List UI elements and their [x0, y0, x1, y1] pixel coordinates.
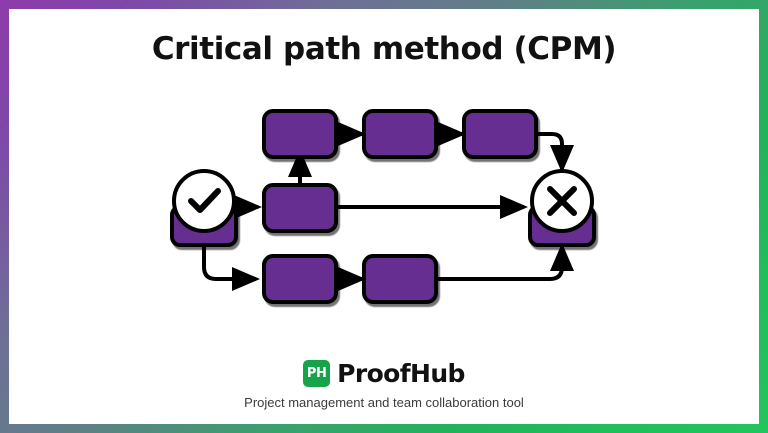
page-title: Critical path method (CPM): [151, 31, 617, 67]
brand-name: ProofHub: [337, 358, 465, 388]
connector-bottom2-to-end: [436, 243, 574, 281]
slide-canvas: Critical path method (CPM): [9, 9, 759, 424]
close-x-icon: [547, 186, 577, 216]
connector-layer: [202, 122, 574, 291]
proofhub-logo-icon: PH: [303, 359, 331, 387]
connector-start-to-bottom1: [202, 245, 260, 291]
critical-path-network-diagram: [170, 109, 596, 304]
top-row-tasks: [262, 109, 538, 159]
task-node-top-2[interactable]: [362, 109, 438, 159]
task-node-bottom-2[interactable]: [362, 254, 438, 304]
task-node-top-3[interactable]: [462, 109, 538, 159]
bottom-row-tasks: [262, 254, 438, 304]
connector-top3-to-end: [536, 132, 574, 173]
task-node-top-1[interactable]: [262, 109, 338, 159]
end-node[interactable]: [528, 169, 596, 247]
diagram-container: [9, 97, 759, 332]
task-node-middle-1[interactable]: [262, 183, 338, 233]
footer: PH ProofHub Project management and team …: [9, 358, 759, 411]
start-node[interactable]: [170, 169, 238, 247]
start-node-circle: [172, 169, 236, 233]
brand-logo: PH ProofHub: [303, 358, 465, 388]
task-node-bottom-1[interactable]: [262, 254, 338, 304]
middle-row-tasks: [262, 183, 338, 233]
check-icon: [188, 188, 221, 213]
tagline: Project management and team collaboratio…: [244, 395, 524, 410]
